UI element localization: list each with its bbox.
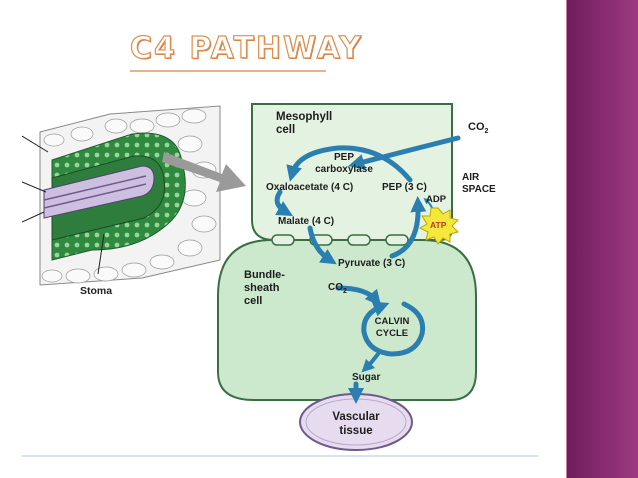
slide-title: C4 PATHWAY [129,31,363,66]
bundle-sheath-label-3: cell [244,295,262,307]
pep-carboxylase-label-1: PEP [334,152,354,163]
vascular-label-2: tissue [339,425,372,437]
bundle-sheath-cell [217,239,477,401]
calvin-cycle-loop [361,301,426,357]
vascular-label-1: Vascular [332,411,380,423]
arrow-oxaloacetate-to-malate [274,189,293,216]
pep-3c-label: PEP (3 C) [382,182,427,193]
air-space-label-2: SPACE [462,184,496,195]
title-underline [130,70,326,72]
calvin-label-2: CYCLE [376,328,408,339]
atp-label: ATP [430,220,447,230]
sugar-label: Sugar [352,372,380,383]
air-space-label-1: AIR [462,172,480,183]
malate-label: Malate (4 C) [278,216,334,227]
arrow-co2-to-pep-carboxylase [348,135,461,170]
arrow-malate-to-pyruvate [307,225,337,265]
leaf-cross-section: Stoma [22,105,221,297]
oxaloacetate-label: Oxaloacetate (4 C) [266,182,353,193]
adp-label: ADP [426,194,447,205]
co2-bundle-sheath-label: CO2 [328,282,347,295]
atp-burst [418,207,459,245]
side-panel [567,0,638,478]
mesophyll-label-1: Mesophyll [276,111,332,123]
arrow-calvin-to-sugar [361,352,380,373]
stoma-label: Stoma [80,285,112,297]
bundle-sheath-label-1: Bundle- [244,269,285,281]
pathway-arrows [274,135,461,405]
vascular-bundle-inset [43,165,155,219]
arrow-co2-to-calvin [335,285,382,307]
arrow-pyruvate-to-pep [389,196,427,259]
calvin-label-1: CALVIN [375,316,410,327]
zoom-arrow [162,152,246,192]
bundle-sheath-label-2: sheath [244,282,280,294]
arrow-pep-to-oxaloacetate [286,145,413,183]
pyruvate-label: Pyruvate (3 C) [338,258,405,269]
c4-pathway-diagram: Stoma [22,100,538,460]
pep-carboxylase-label-2: carboxylase [315,164,373,175]
mesophyll-label-2: cell [276,124,295,136]
co2-in-label: CO2 [468,121,489,135]
